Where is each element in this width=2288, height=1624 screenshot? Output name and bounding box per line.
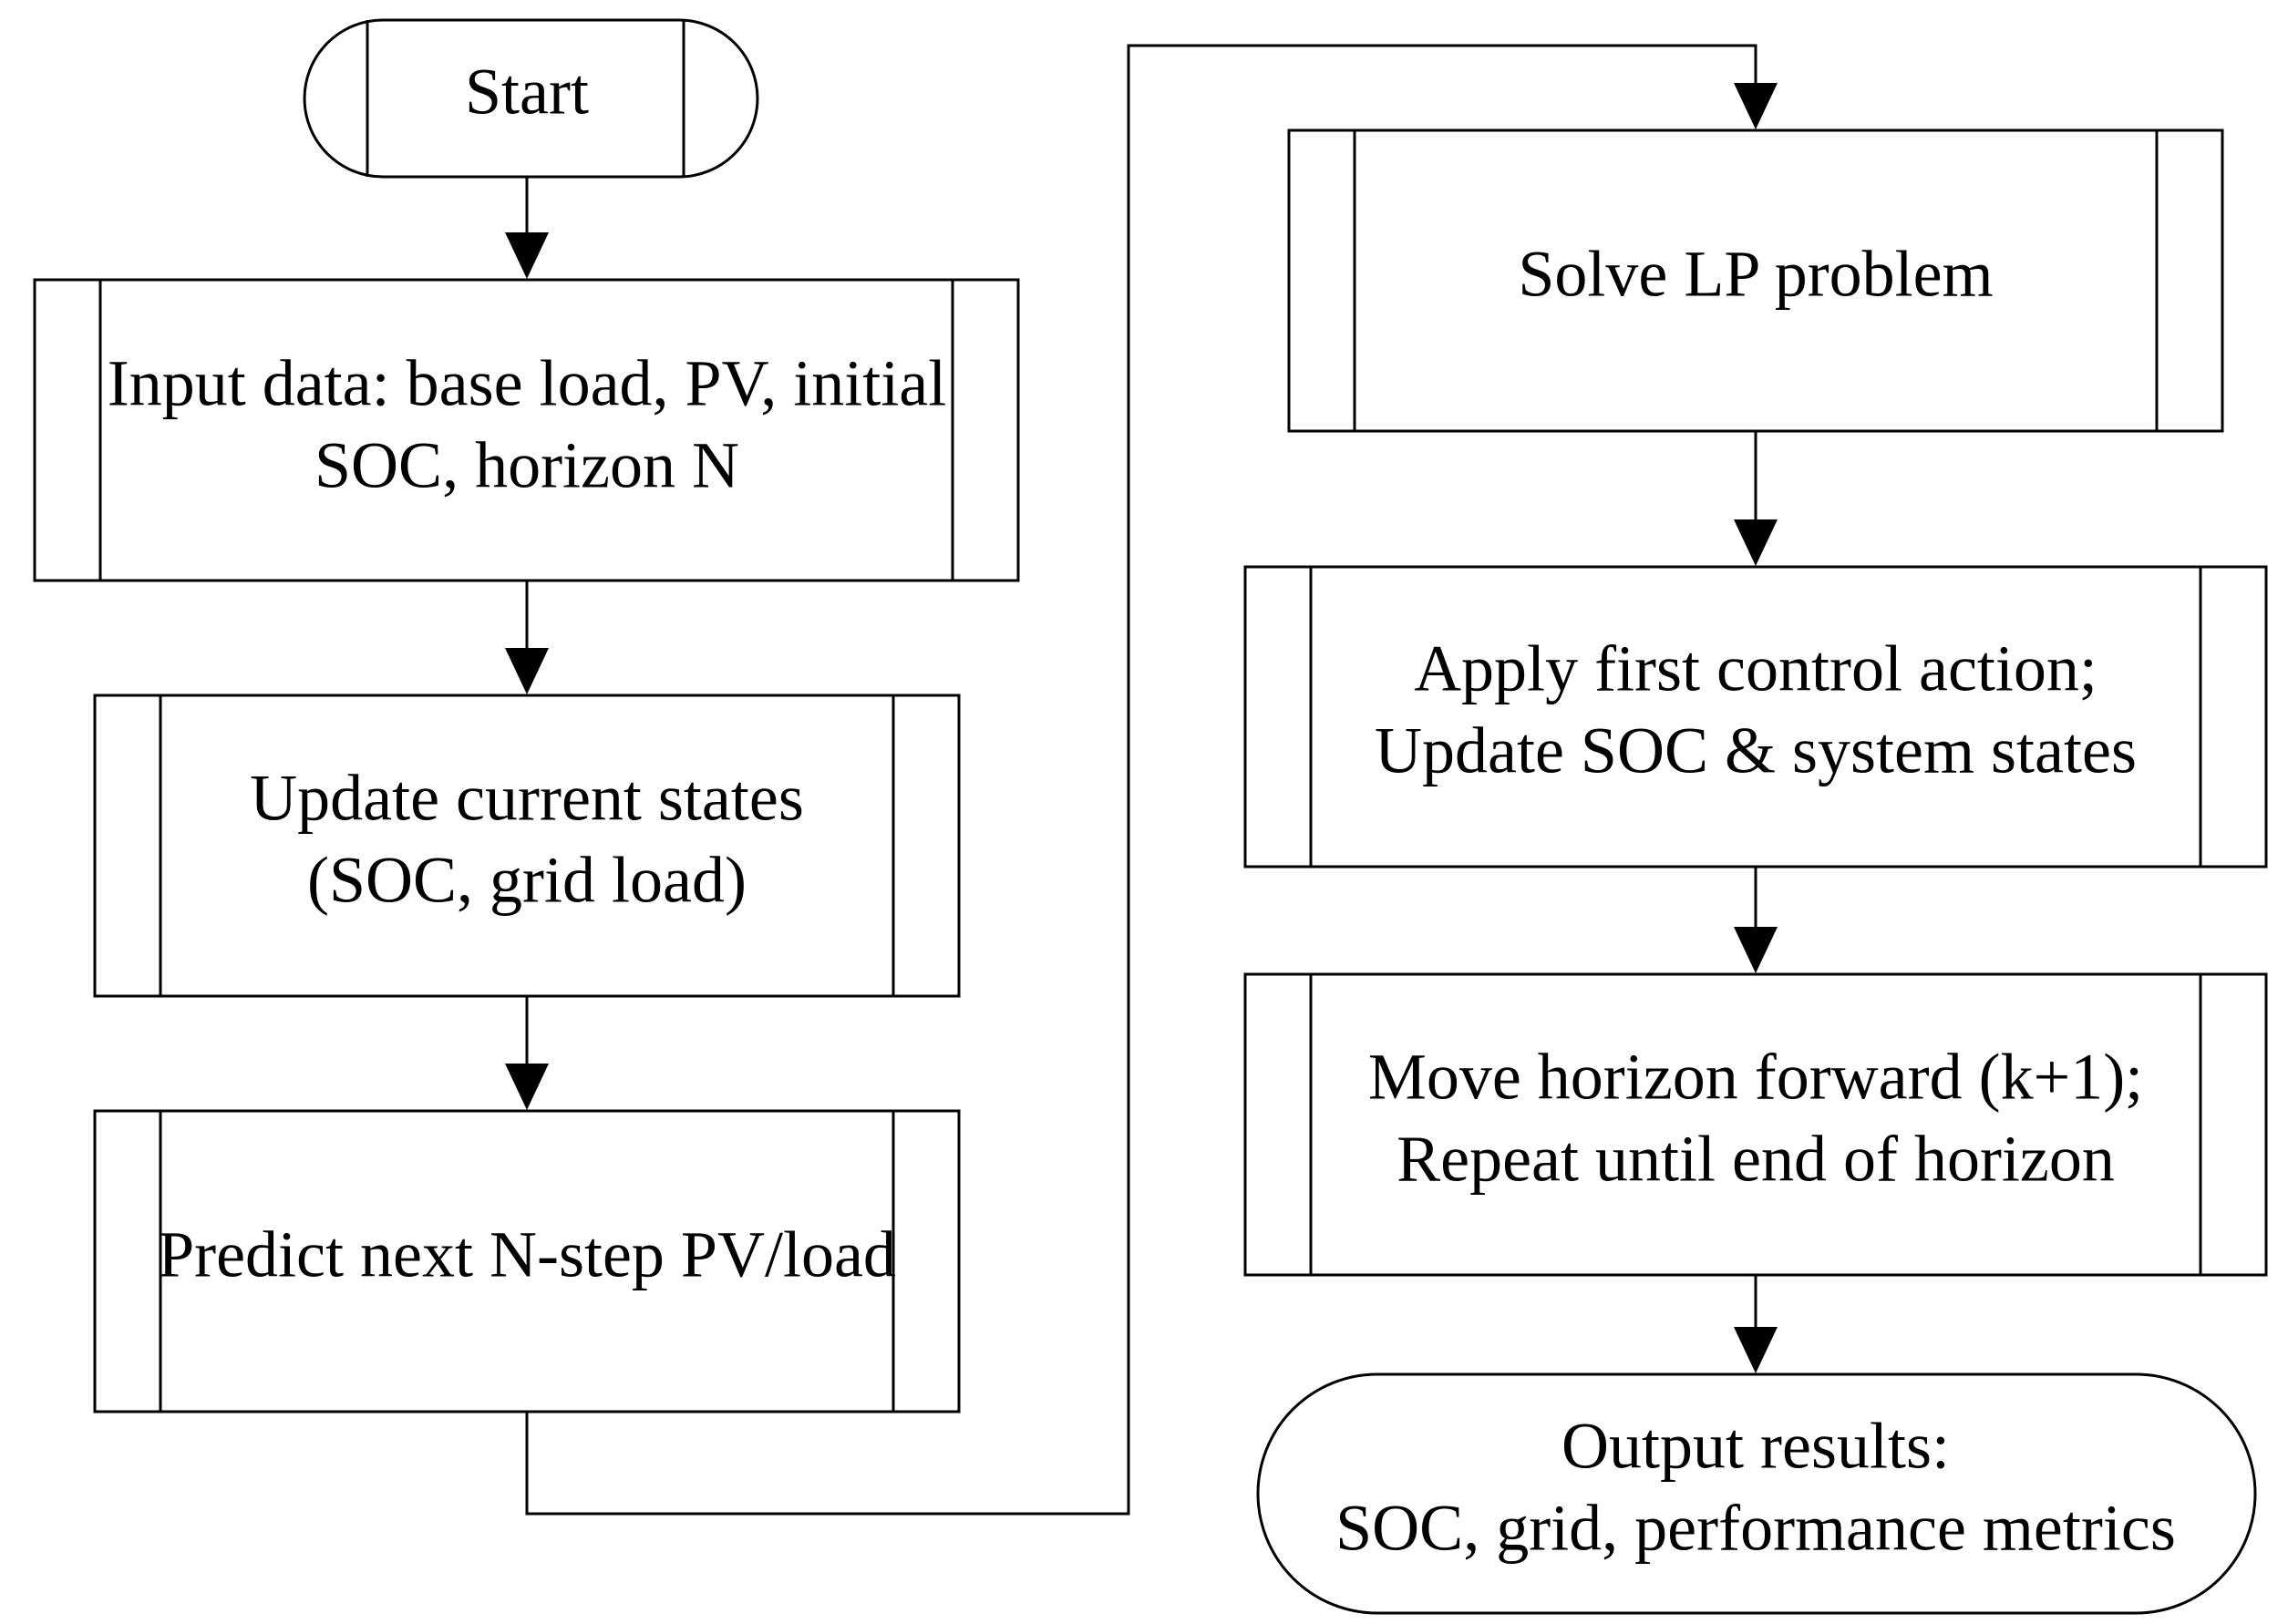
- move-horizon-line-1: Move horizon forward (k+1);: [1368, 1041, 2143, 1114]
- solve-lp-label: Solve LP problem: [1518, 238, 1993, 311]
- output-node: Output results: SOC, grid, performance m…: [1256, 1372, 2257, 1615]
- connector-move-to-output: [1734, 1275, 1778, 1373]
- predict-label: Predict next N-step PV/load: [158, 1218, 896, 1291]
- output-line-2: SOC, grid, performance metrics: [1335, 1492, 2176, 1565]
- apply-control-line-2: Update SOC & system states: [1375, 714, 2137, 787]
- output-line-1: Output results:: [1561, 1410, 1950, 1483]
- predict-node: Predict next N-step PV/load: [93, 1109, 961, 1413]
- input-data-line-2: SOC, horizon N: [314, 429, 739, 502]
- connector-solve-to-apply: [1734, 431, 1778, 566]
- input-data-line-1: Input data: base load, PV, initial: [108, 347, 947, 420]
- connector-input-to-update: [505, 581, 549, 694]
- connector-update-to-predict: [505, 996, 549, 1110]
- update-states-node: Update current states (SOC, grid load): [93, 694, 961, 998]
- update-states-line-1: Update current states: [250, 762, 804, 835]
- apply-control-node: Apply first control action; Update SOC &…: [1243, 565, 2268, 869]
- start-label: Start: [465, 56, 589, 128]
- input-data-node: Input data: base load, PV, initial SOC, …: [33, 278, 1020, 582]
- connector-start-to-input: [505, 177, 549, 279]
- connector-apply-to-move: [1734, 867, 1778, 973]
- apply-control-line-1: Apply first control action;: [1414, 632, 2097, 705]
- update-states-line-2: (SOC, grid load): [307, 844, 747, 917]
- solve-lp-node: Solve LP problem: [1287, 128, 2224, 433]
- start-node: Start: [303, 18, 759, 179]
- move-horizon-line-2: Repeat until end of horizon: [1397, 1123, 2115, 1196]
- connector-predict-to-solve: [525, 44, 1778, 1516]
- move-horizon-node: Move horizon forward (k+1); Repeat until…: [1243, 972, 2268, 1277]
